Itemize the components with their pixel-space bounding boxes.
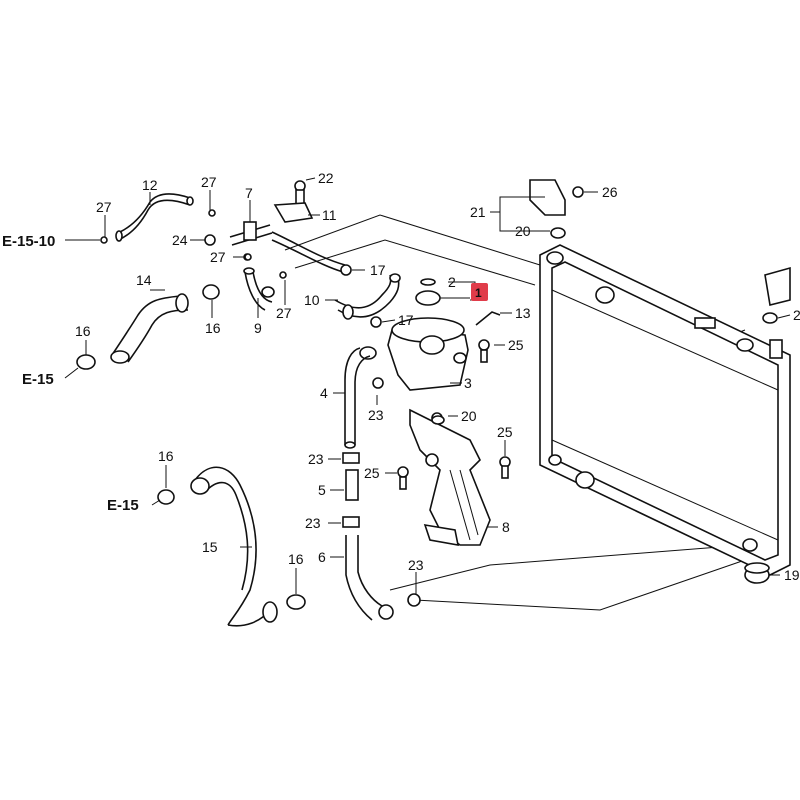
callout-23-d[interactable]: 23 xyxy=(408,557,424,573)
hose-5-6 xyxy=(342,452,421,621)
callout-14[interactable]: 14 xyxy=(136,272,152,288)
radiator-cap xyxy=(415,278,441,306)
callout-22[interactable]: 22 xyxy=(318,170,334,186)
callout-4[interactable]: 4 xyxy=(320,385,328,401)
callout-6[interactable]: 6 xyxy=(318,549,326,565)
callout-2[interactable]: 2 xyxy=(448,274,456,290)
callout-13[interactable]: 13 xyxy=(515,305,531,321)
callout-26[interactable]: 26 xyxy=(602,184,618,200)
callout-21[interactable]: 21 xyxy=(470,204,486,220)
callout-3[interactable]: 3 xyxy=(464,375,472,391)
callout-16-upper[interactable]: 16 xyxy=(205,320,221,336)
callout-9[interactable]: 9 xyxy=(254,320,262,336)
callout-8[interactable]: 8 xyxy=(502,519,510,535)
callout-1-highlight xyxy=(471,283,488,301)
callout-11[interactable]: 11 xyxy=(322,207,337,223)
small-parts xyxy=(100,234,770,584)
callout-17-upper[interactable]: 17 xyxy=(370,262,386,278)
callout-12[interactable]: 12 xyxy=(142,177,158,193)
callout-23-a[interactable]: 23 xyxy=(368,407,384,423)
callout-27-a[interactable]: 27 xyxy=(96,199,112,215)
callout-25-b[interactable]: 25 xyxy=(497,424,513,440)
callout-16-lower-left[interactable]: 16 xyxy=(158,448,174,464)
upper-bracket xyxy=(529,179,791,324)
callout-23-b[interactable]: 23 xyxy=(308,451,324,467)
hose-10 xyxy=(271,231,401,328)
hose-14 xyxy=(76,284,220,370)
reserve-tank xyxy=(359,317,469,391)
callout-20-lower[interactable]: 20 xyxy=(461,408,477,424)
callout-7[interactable]: 7 xyxy=(245,185,253,201)
callout-5[interactable]: 5 xyxy=(318,482,326,498)
radiator xyxy=(539,244,791,576)
callout-16-left[interactable]: 16 xyxy=(75,323,91,339)
callout-17-lower[interactable]: 17 xyxy=(398,312,414,328)
hose-9 xyxy=(243,253,287,311)
callout-24[interactable]: 24 xyxy=(172,232,188,248)
hose-15 xyxy=(157,466,306,627)
callout-27-c[interactable]: 27 xyxy=(210,249,226,265)
callout-1[interactable]: 1 xyxy=(475,286,482,300)
ref-e15-left[interactable]: E-15 xyxy=(22,371,54,388)
tank-bracket xyxy=(409,408,491,546)
callout-19[interactable]: 19 xyxy=(784,567,800,583)
radiator-lower-mount xyxy=(575,471,595,489)
callout-20-upper[interactable]: 20 xyxy=(515,223,531,239)
callout-2-right[interactable]: 2 xyxy=(793,307,800,323)
callout-27-b[interactable]: 27 xyxy=(201,174,217,190)
callout-23-c[interactable]: 23 xyxy=(305,515,321,531)
ref-e15-10-top[interactable]: E-15-10 xyxy=(2,233,55,250)
tank-cap xyxy=(419,335,445,355)
callout-16-lower[interactable]: 16 xyxy=(288,551,304,567)
callout-25-c[interactable]: 25 xyxy=(364,465,380,481)
joint-7 xyxy=(208,180,314,246)
hose-4 xyxy=(344,347,384,449)
callout-10[interactable]: 10 xyxy=(304,292,320,308)
callout-27-d[interactable]: 27 xyxy=(276,305,292,321)
ref-e15-lower[interactable]: E-15 xyxy=(107,497,139,514)
radiator-upper-mount xyxy=(595,286,615,304)
callout-15[interactable]: 15 xyxy=(202,539,218,555)
callout-25-a[interactable]: 25 xyxy=(508,337,524,353)
